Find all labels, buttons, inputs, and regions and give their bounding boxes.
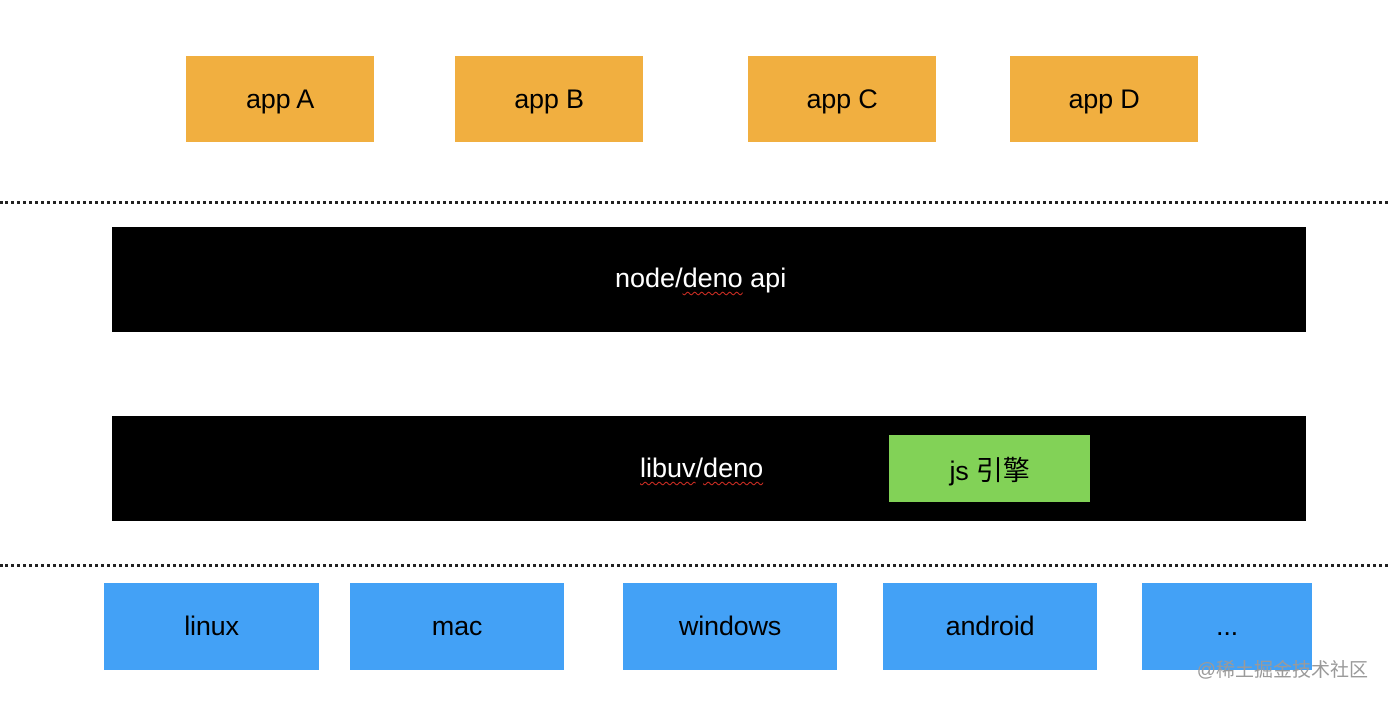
platform-android-label: android [945,611,1035,641]
platform-mac-label: mac [431,611,483,641]
app-a-box: app A [186,56,374,142]
js-engine-box: js 引擎 [889,435,1090,502]
js-engine-label: js 引擎 [949,456,1030,486]
watermark-text: @稀土掘金技术社区 [1196,660,1368,681]
platform-windows-box: windows [623,583,837,670]
app-b-label: app B [514,83,584,114]
api-layer-suffix: api [742,263,787,293]
runtime-layer-deno-word: deno [703,453,764,483]
platform-mac-box: mac [350,583,564,670]
runtime-layer-separator: / [695,453,704,483]
api-layer: node/deno api [112,227,1306,332]
app-c-box: app C [748,56,936,142]
runtime-layer-label: libuv/deno [640,453,763,484]
bottom-divider [0,564,1388,567]
app-d-label: app D [1068,83,1140,114]
app-c-label: app C [806,83,878,114]
platform-more-label: ... [1216,611,1238,641]
top-divider [0,201,1388,204]
api-layer-deno-word: deno [682,263,743,293]
app-a-label: app A [245,83,315,114]
runtime-layer-libuv-word: libuv [640,453,696,483]
platform-windows-label: windows [678,611,782,641]
platform-android-box: android [883,583,1097,670]
platform-more-box: ... [1142,583,1312,670]
platform-linux-label: linux [184,611,239,641]
app-d-box: app D [1010,56,1198,142]
api-layer-label: node/deno api [615,263,786,294]
runtime-layer: libuv/deno js 引擎 [112,416,1306,521]
platform-linux-box: linux [104,583,319,670]
api-layer-prefix: node/ [615,263,683,293]
app-b-box: app B [455,56,643,142]
